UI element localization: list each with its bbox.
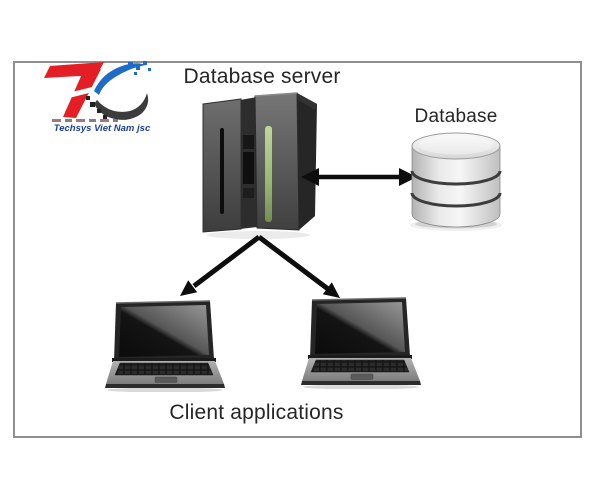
database-server-label: Database server bbox=[183, 65, 341, 88]
server-tower-icon bbox=[202, 92, 317, 239]
client-laptop-right-icon bbox=[301, 297, 421, 389]
client-applications-label: Client applications bbox=[169, 401, 344, 424]
logo-dark-swoosh bbox=[86, 93, 149, 120]
logo-seven-glyph bbox=[44, 62, 104, 118]
logo-blue-swoosh bbox=[94, 61, 151, 95]
logo-company-name: Techsys Viet Nam jsc bbox=[53, 123, 151, 134]
database-cylinder-icon bbox=[410, 132, 502, 231]
logo-fine-print bbox=[52, 119, 118, 122]
techsys-logo bbox=[44, 61, 151, 120]
server-status-light bbox=[265, 126, 272, 222]
client-laptop-left-icon bbox=[105, 300, 225, 392]
database-label: Database bbox=[414, 106, 498, 127]
server-clients-arrows bbox=[180, 235, 340, 298]
server-database-arrow bbox=[301, 168, 417, 186]
